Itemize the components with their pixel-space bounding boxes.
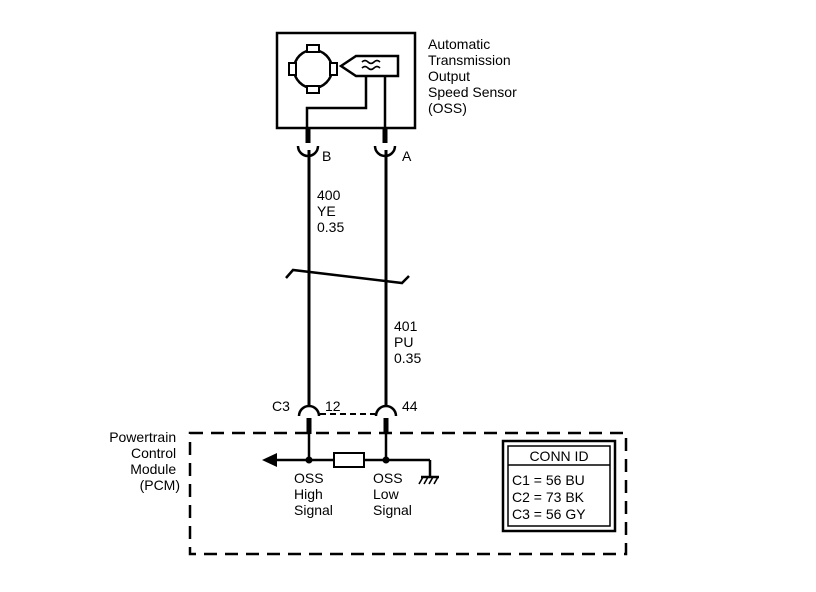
sensor-title-line: Speed Sensor bbox=[428, 84, 517, 100]
oss-high-signal-line: Signal bbox=[294, 502, 333, 518]
pcm-title-line: Control bbox=[131, 445, 176, 461]
pcm-title-line: Module bbox=[130, 461, 176, 477]
oss-low-signal-label: OSS Low Signal bbox=[373, 470, 412, 518]
pcm-title: Powertrain Control Module (PCM) bbox=[109, 429, 180, 493]
wire-left-color: YE bbox=[317, 203, 336, 219]
wire-right-label: 401 PU 0.35 bbox=[394, 318, 421, 366]
wire-left-gauge: 0.35 bbox=[317, 219, 344, 235]
sensor-title-line: (OSS) bbox=[428, 100, 467, 116]
sensor-title-line: Automatic bbox=[428, 36, 490, 52]
pcm-title-line: Powertrain bbox=[109, 429, 176, 445]
tone-wheel-icon bbox=[288, 44, 338, 94]
oss-low-signal-line: Signal bbox=[373, 502, 412, 518]
sensor-title: Automatic Transmission Output Speed Sens… bbox=[428, 36, 521, 116]
pcm-title-line: (PCM) bbox=[140, 477, 180, 493]
wire-right-circuit: 401 bbox=[394, 318, 418, 334]
pickup-coil-icon bbox=[338, 54, 400, 78]
pin-12-label: 12 bbox=[325, 398, 341, 414]
conn-id-row: C2 = 73 BK bbox=[512, 489, 585, 505]
connector-name: C3 bbox=[272, 398, 290, 414]
pcm-boundary bbox=[188, 431, 628, 556]
pcm-pin-44 bbox=[374, 404, 398, 434]
oss-high-signal-line: High bbox=[294, 486, 323, 502]
sensor-internal-lead-b bbox=[305, 76, 368, 128]
oss-high-signal-line: OSS bbox=[294, 470, 324, 486]
terminal-b-label: B bbox=[322, 148, 331, 164]
sensor-title-line: Transmission bbox=[428, 52, 511, 68]
wire-left-label: 400 YE 0.35 bbox=[317, 187, 344, 235]
conn-id-row: C3 = 56 GY bbox=[512, 506, 586, 522]
sensor-title-line: Output bbox=[428, 68, 470, 84]
terminal-a-label: A bbox=[402, 148, 412, 164]
wire-right-color: PU bbox=[394, 334, 413, 350]
conn-id-row: C1 = 56 BU bbox=[512, 472, 585, 488]
oss-low-signal-line: Low bbox=[373, 486, 400, 502]
oss-low-signal-line: OSS bbox=[373, 470, 403, 486]
twisted-pair-symbol bbox=[285, 268, 410, 285]
wire-right-gauge: 0.35 bbox=[394, 350, 421, 366]
wire-left-circuit: 400 bbox=[317, 187, 341, 203]
conn-id-header: CONN ID bbox=[529, 448, 588, 464]
pcm-pin-12 bbox=[297, 404, 321, 434]
pin-44-label: 44 bbox=[402, 398, 418, 414]
ground-icon bbox=[418, 475, 439, 485]
pcm-internal-circuit bbox=[262, 434, 432, 476]
oss-high-signal-label: OSS High Signal bbox=[294, 470, 333, 518]
conn-id-table: CONN ID C1 = 56 BU C2 = 73 BK C3 = 56 GY bbox=[501, 439, 617, 533]
